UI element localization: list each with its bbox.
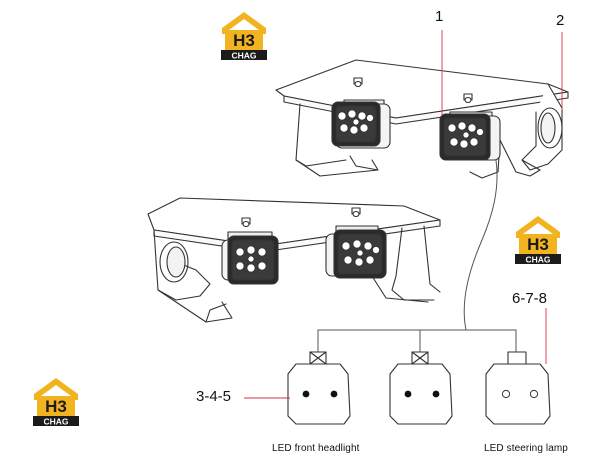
brand-logo-text: H3	[45, 397, 67, 416]
front-headlight-connector-left	[287, 351, 351, 425]
connector-pins	[302, 389, 539, 399]
upper-bracket	[275, 59, 569, 179]
callout-1: 1	[435, 8, 444, 25]
front-headlight-connector-right	[389, 351, 453, 425]
wiring-harness	[317, 159, 517, 353]
brand-logo-text: H3	[233, 31, 255, 50]
caption-steering-lamp: LED steering lamp	[484, 443, 568, 454]
upper-right-lamp	[439, 111, 501, 161]
brand-logo-subtext: CHAG	[231, 51, 256, 61]
caption-front-headlight: LED front headlight	[272, 443, 360, 454]
brand-logo-right: H3 CHAG	[506, 210, 570, 266]
callout-6-7-8: 6-7-8	[512, 290, 548, 307]
brand-logo-mark: H3 CHAG	[33, 378, 79, 427]
brand-logo-bottom: H3 CHAG	[24, 372, 88, 428]
steering-lamp-connector	[485, 351, 551, 425]
brand-logo-mark: H3 CHAG	[221, 12, 267, 61]
callout-leaders	[244, 30, 563, 399]
brand-logo-mark: H3 CHAG	[515, 216, 561, 265]
upper-left-lamp	[331, 99, 391, 149]
brand-logo-text: H3	[527, 235, 549, 254]
callout-3-4-5: 3-4-5	[196, 388, 232, 405]
brand-logo-subtext: CHAG	[525, 255, 550, 265]
callout-2: 2	[556, 12, 565, 29]
brand-logo-top: H3 CHAG	[212, 6, 276, 62]
brand-logo-subtext: CHAG	[43, 417, 68, 427]
lower-bracket	[147, 197, 441, 323]
